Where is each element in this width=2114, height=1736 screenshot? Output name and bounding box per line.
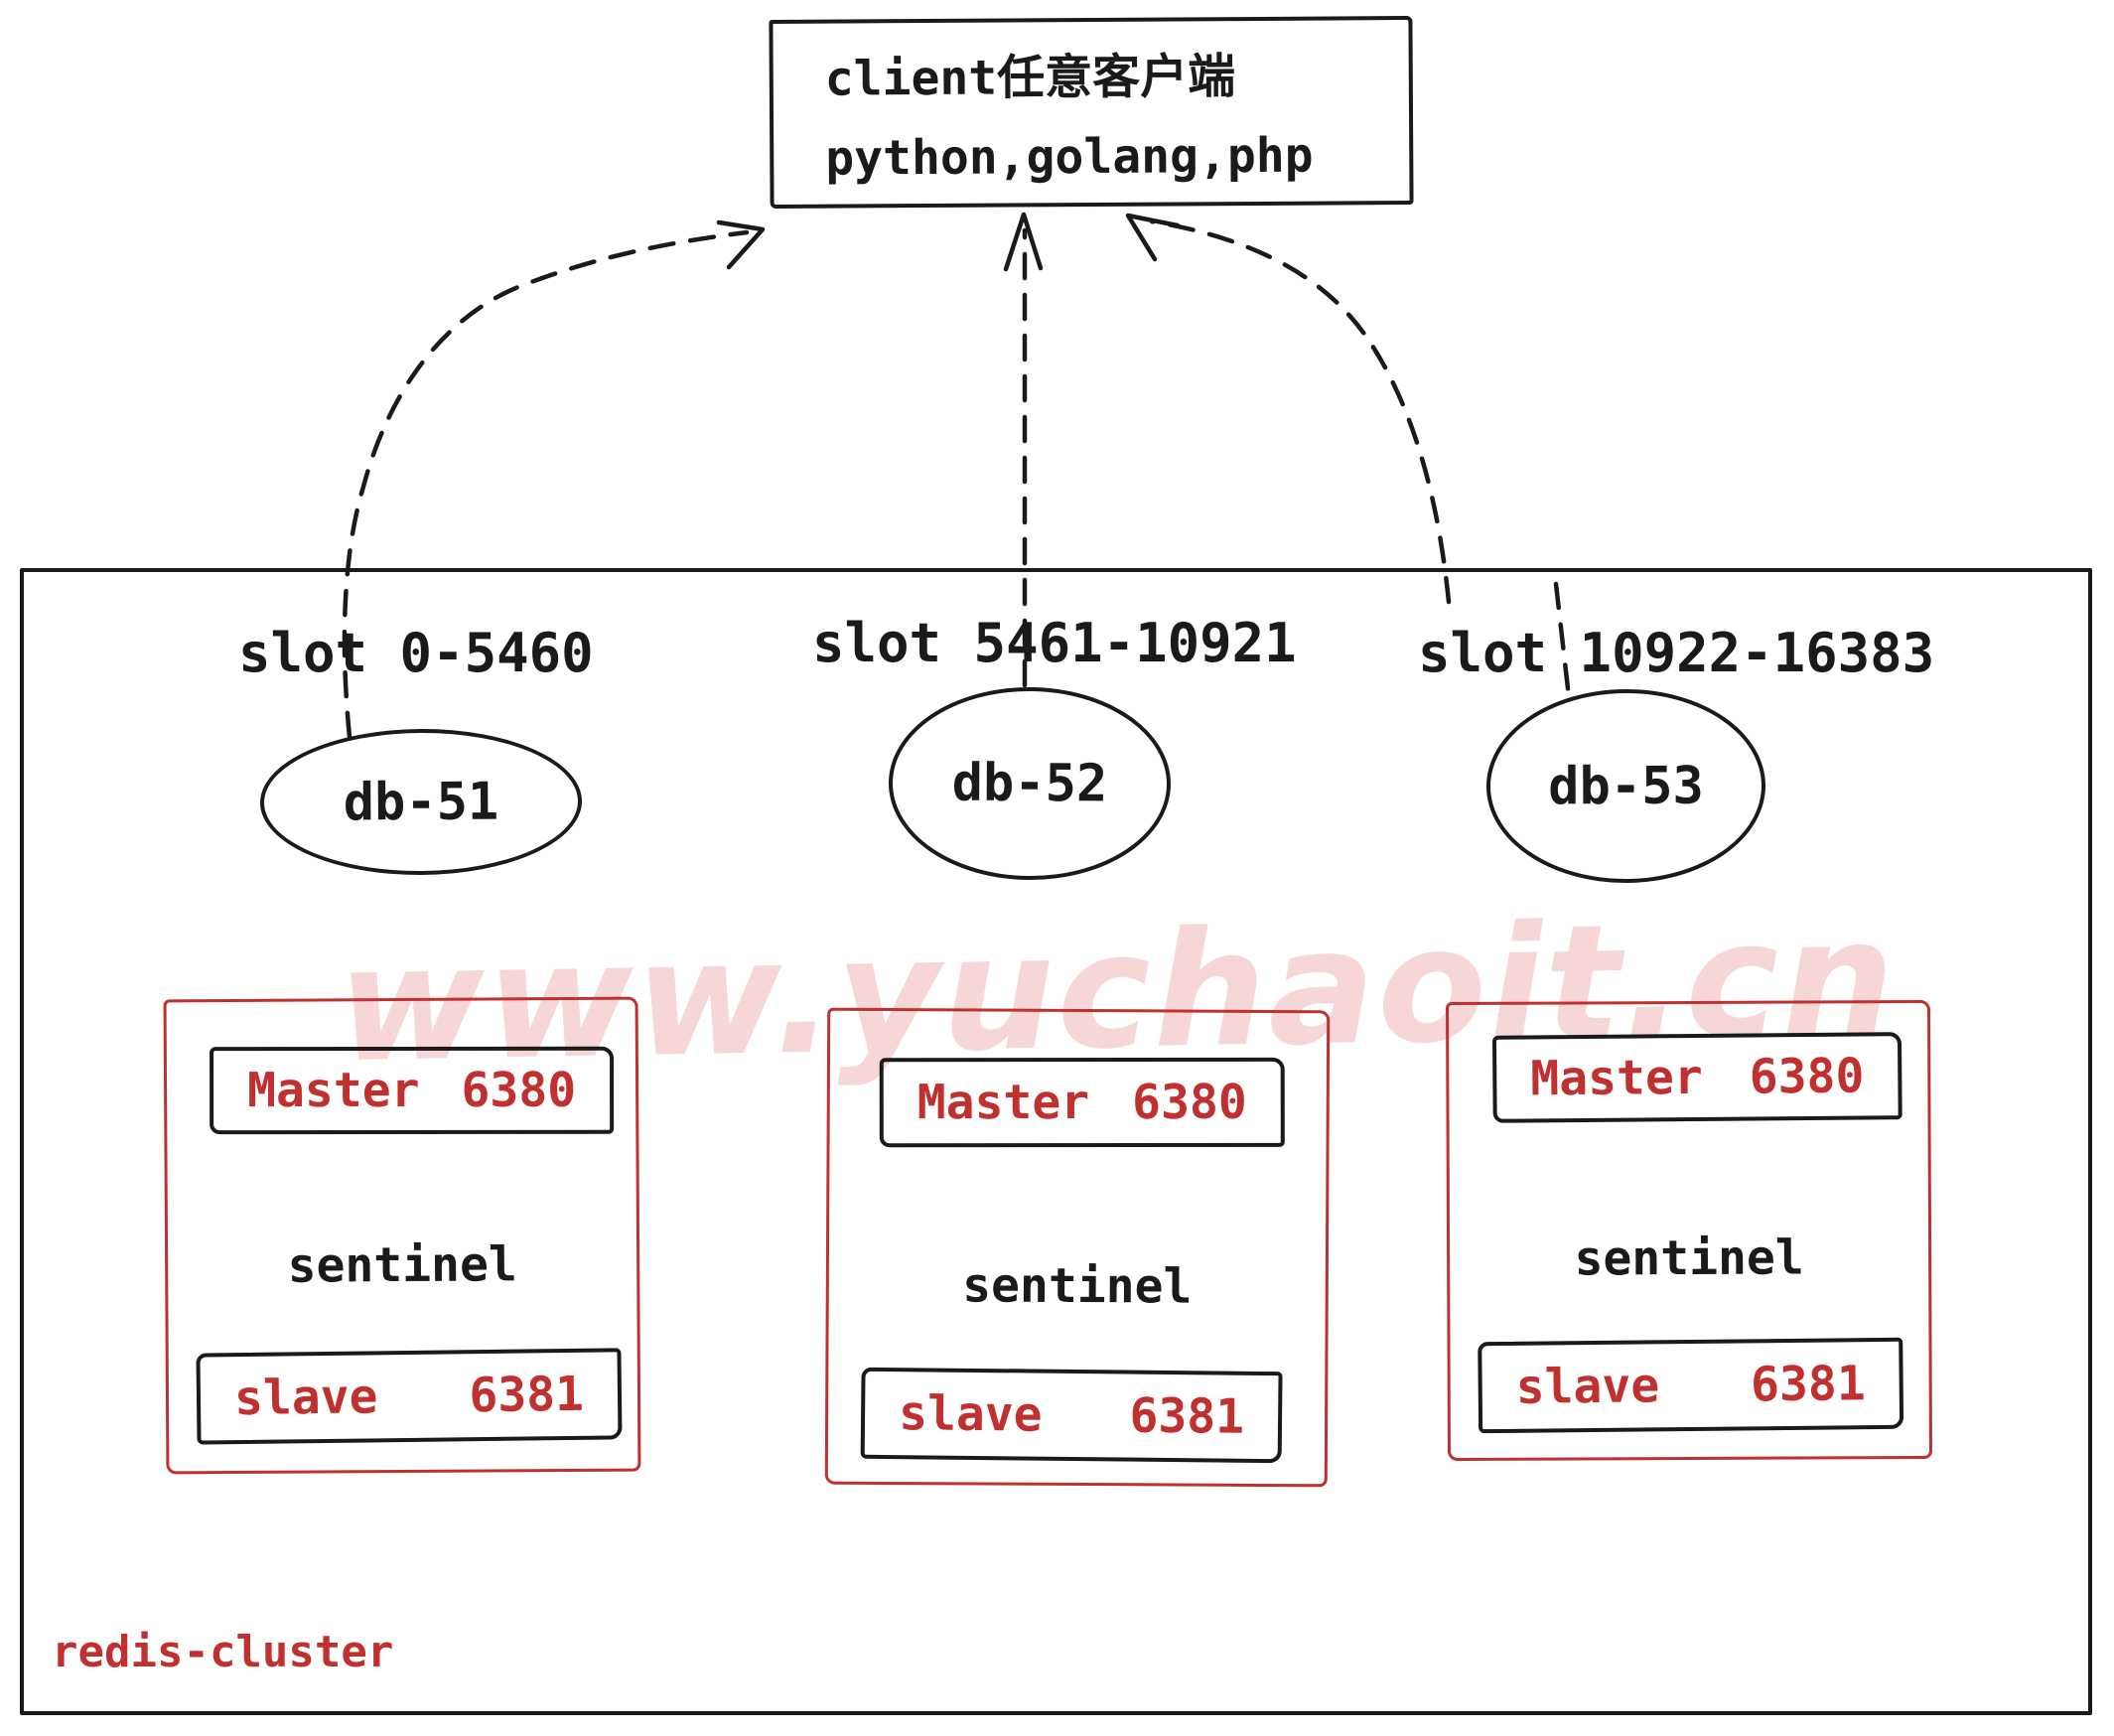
db-label-3: db-53 <box>1548 756 1704 816</box>
arrow-right-head <box>1125 213 1181 262</box>
sentinel-label-2: sentinel <box>962 1257 1193 1315</box>
arrow-left-head <box>716 219 766 270</box>
master-node-2: Master 6380 <box>879 1057 1285 1148</box>
shard-box-3: Master 6380 sentinel slave 6381 <box>1445 999 1933 1462</box>
slave-role-3: slave <box>1515 1358 1660 1415</box>
db-ellipse-3: db-53 <box>1485 688 1766 884</box>
slave-role-1: slave <box>233 1369 378 1427</box>
arrow-right-path <box>1149 218 1452 605</box>
slot-label-3: slot 10922-16383 <box>1418 622 1935 684</box>
shard-box-2: Master 6380 sentinel slave 6381 <box>824 1007 1331 1488</box>
arrow-middle-head <box>1003 212 1044 272</box>
client-line2: python,golang,php <box>825 127 1314 187</box>
db-label-2: db-52 <box>951 753 1108 814</box>
slot-label-2: slot 5461-10921 <box>812 612 1297 674</box>
master-node-1: Master 6380 <box>210 1046 615 1135</box>
shard-box-1: Master 6380 sentinel slave 6381 <box>163 996 641 1475</box>
slave-node-2: slave 6381 <box>860 1367 1283 1464</box>
slave-node-3: slave 6381 <box>1478 1337 1904 1434</box>
client-box: client任意客户端 python,golang,php <box>769 16 1414 209</box>
master-role-1: Master <box>247 1062 420 1119</box>
slave-node-1: slave 6381 <box>196 1348 623 1445</box>
cluster-label: redis-cluster <box>52 1627 394 1677</box>
slave-port-3: 6381 <box>1750 1356 1866 1413</box>
slot-label-1: slot 0-5460 <box>238 622 594 684</box>
slave-role-2: slave <box>898 1385 1043 1443</box>
master-role-2: Master <box>916 1075 1090 1131</box>
redis-cluster-outer-box <box>20 568 2092 1715</box>
master-node-3: Master 6380 <box>1491 1032 1903 1123</box>
db-label-1: db-51 <box>343 772 499 832</box>
master-role-3: Master <box>1530 1049 1703 1107</box>
sentinel-label-3: sentinel <box>1574 1230 1804 1287</box>
master-port-2: 6380 <box>1132 1074 1247 1130</box>
client-line1: client任意客户端 <box>824 49 1236 107</box>
master-port-3: 6380 <box>1749 1048 1865 1105</box>
sentinel-label-1: sentinel <box>287 1236 517 1294</box>
slave-port-2: 6381 <box>1129 1387 1245 1445</box>
slave-port-1: 6381 <box>469 1366 585 1424</box>
master-port-1: 6380 <box>461 1062 577 1118</box>
db-ellipse-2: db-52 <box>888 686 1172 881</box>
